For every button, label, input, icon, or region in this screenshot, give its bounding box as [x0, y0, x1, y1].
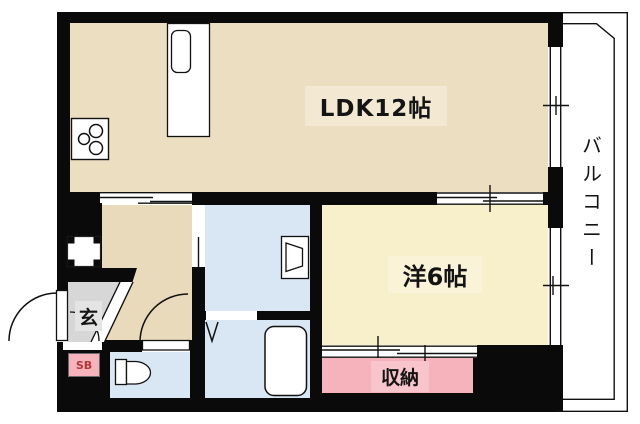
- toilet-icon: [114, 358, 152, 386]
- wall-toilet-right: [190, 340, 205, 398]
- sliding-door-ldk-hallway: [100, 192, 192, 204]
- storage-label: 収納: [371, 361, 429, 392]
- entrance-step-wall: [63, 268, 137, 282]
- window-bedroom: [548, 228, 563, 345]
- wall-right-mid: [548, 167, 563, 228]
- balcony-outline-inner: [563, 23, 615, 400]
- wall-top: [57, 12, 563, 23]
- entrance-door-leaf: [55, 289, 69, 342]
- window-ldk-tick: [543, 96, 569, 115]
- shoe-box: SB: [68, 353, 100, 377]
- wall-storage-bottom: [322, 393, 473, 398]
- wall-ldk-bottom-center: [192, 192, 322, 205]
- window-bedroom-tick: [543, 276, 569, 295]
- entrance-label: 玄: [75, 301, 102, 331]
- wall-left: [57, 23, 70, 192]
- wall-bottom: [57, 398, 563, 412]
- entrance-door-swing-icon: [8, 292, 58, 342]
- wall-toilet-left: [102, 352, 110, 398]
- folding-door-bathroom: [205, 311, 257, 344]
- entrance-threshold: [63, 342, 102, 350]
- kitchen-counter-icon: [166, 22, 211, 138]
- bedroom-label: 洋6帖: [388, 256, 482, 293]
- wall-left-entry: [57, 282, 68, 291]
- wall-right-top: [548, 12, 563, 47]
- wall-bedroom-left: [310, 192, 322, 398]
- stove-icon: [70, 117, 110, 161]
- vanity-icon: [280, 235, 310, 280]
- wall-bedroom-top: [322, 192, 437, 205]
- balcony-label: バルコニー: [578, 135, 603, 275]
- wall-toilet-top: [102, 340, 142, 352]
- sliding-door-washroom: [192, 210, 205, 267]
- balcony-outline-outer: [557, 12, 628, 412]
- ldk-label: LDK12帖: [305, 86, 447, 126]
- toilet-door-swing-icon: [139, 293, 189, 343]
- kitchen-sink-icon: [170, 29, 192, 74]
- entrance-step-lines: [90, 281, 134, 343]
- wall-hall-washroom: [192, 267, 205, 340]
- bathtub-icon: [264, 325, 308, 397]
- wall-bath-washroom: [205, 311, 310, 320]
- wall-bottom-right-blob: [473, 345, 563, 398]
- sliding-door-ldk-bedroom: [437, 185, 543, 212]
- washing-machine-space-icon: [66, 235, 102, 268]
- toilet-door-leaf: [141, 339, 191, 351]
